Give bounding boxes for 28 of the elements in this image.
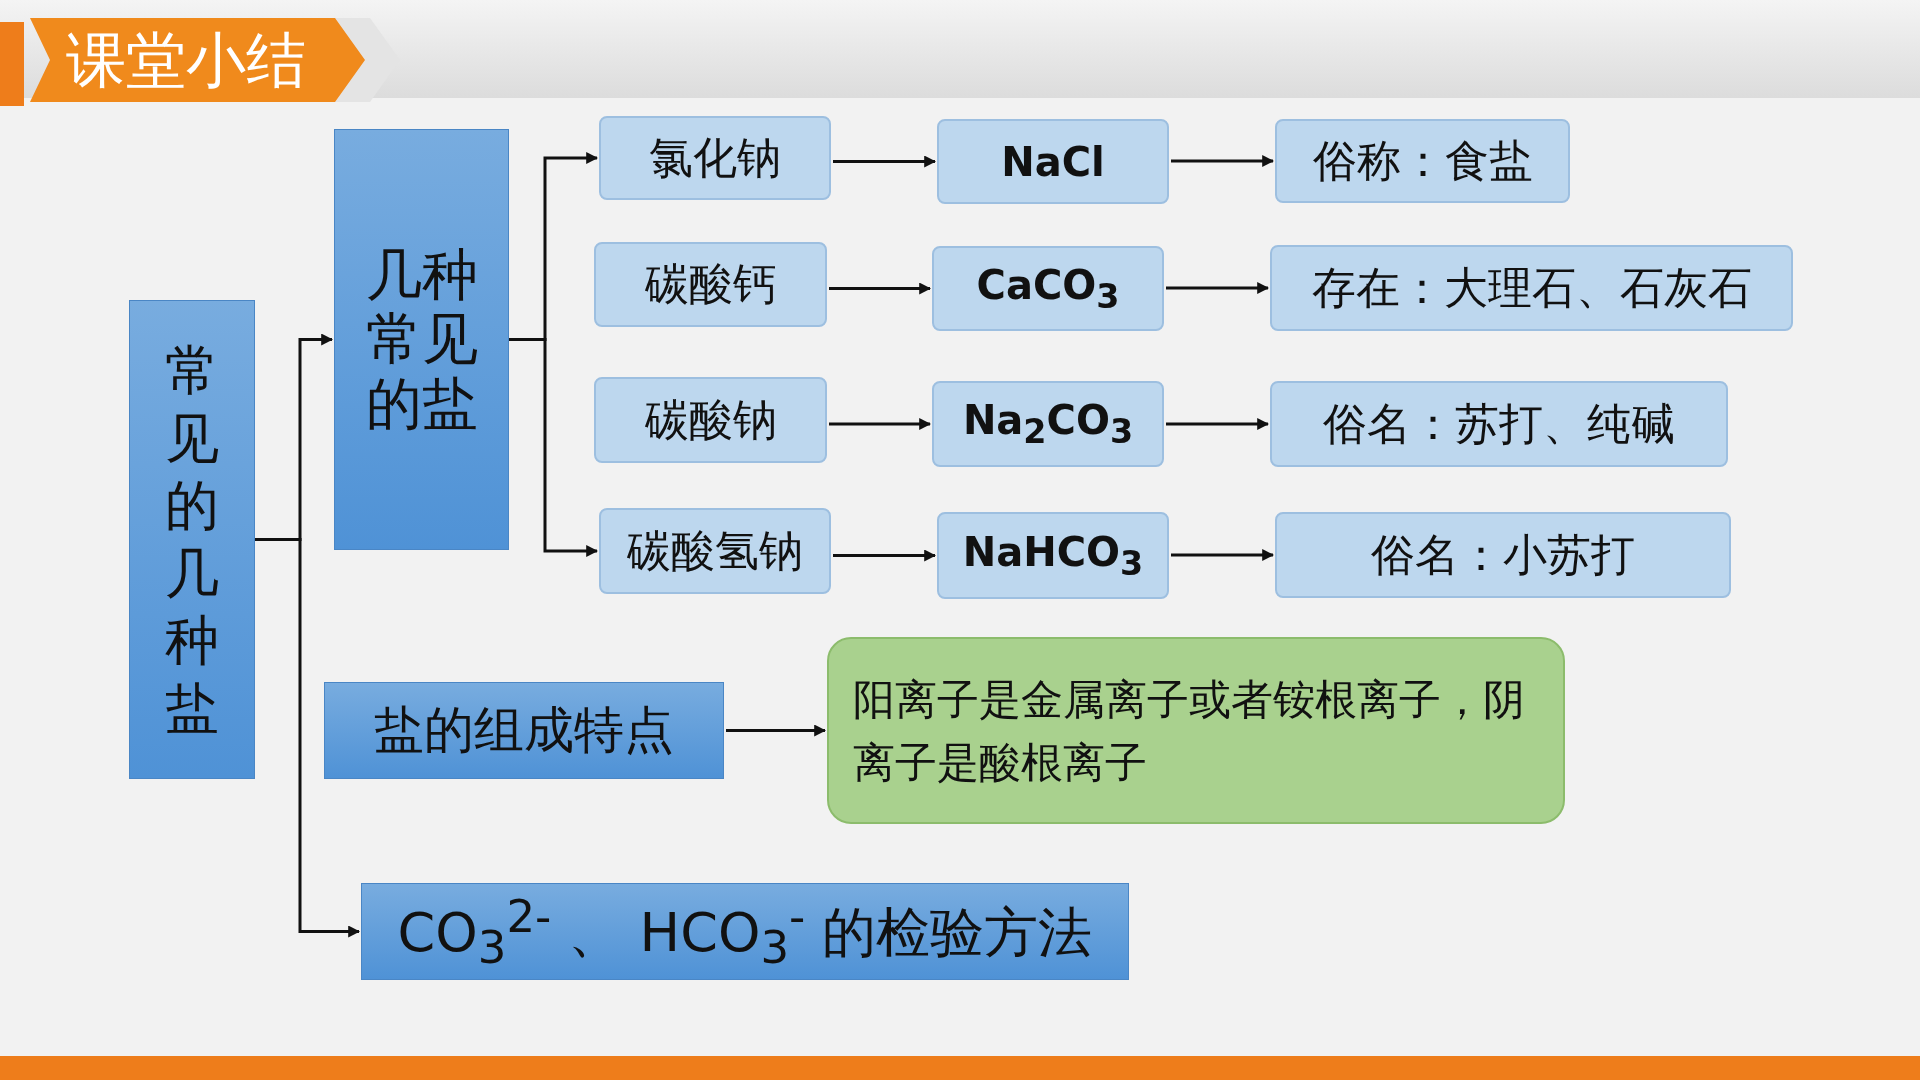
arrow bbox=[829, 282, 932, 295]
name-box: 氯化钠 bbox=[599, 116, 831, 200]
note-box: 俗名：小苏打 bbox=[1275, 512, 1731, 598]
arrow bbox=[829, 418, 932, 430]
category-box: 常见的几种盐 bbox=[129, 300, 255, 779]
formula-box: Na$_{2}$CO$_{3}$ bbox=[932, 381, 1164, 467]
description-box: 阳离子是金属离子或者铵根离子，阴离子是酸根离子 bbox=[827, 637, 1565, 824]
topic-box: CO$_{3}$$^{2-}$ 、 HCO$_{3}$$^{-}$ 的检验方法 bbox=[361, 883, 1129, 980]
arrow bbox=[1166, 282, 1270, 294]
formula-box: CaCO$_{3}$ bbox=[932, 246, 1164, 331]
note-box: 存在：大理石、石灰石 bbox=[1270, 245, 1793, 331]
name-box: 碳酸钙 bbox=[594, 242, 827, 327]
formula-box: NaHCO$_{3}$ bbox=[937, 512, 1169, 599]
topic-box: 盐的组成特点 bbox=[324, 682, 724, 779]
arrow bbox=[726, 724, 827, 737]
arrow bbox=[833, 155, 937, 168]
name-box: 碳酸氢钠 bbox=[599, 508, 831, 594]
arrow bbox=[1171, 549, 1275, 561]
arrow bbox=[833, 549, 937, 562]
formula-box: NaCl bbox=[937, 119, 1169, 204]
note-box: 俗称：食盐 bbox=[1275, 119, 1570, 203]
note-box: 俗名：苏打、纯碱 bbox=[1270, 381, 1728, 467]
arrow bbox=[509, 338, 599, 557]
arrow bbox=[255, 538, 361, 938]
name-box: 碳酸钠 bbox=[594, 377, 827, 463]
arrow bbox=[1166, 418, 1270, 430]
category-box: 几种常见的盐 bbox=[334, 129, 509, 550]
arrow bbox=[1171, 155, 1275, 167]
